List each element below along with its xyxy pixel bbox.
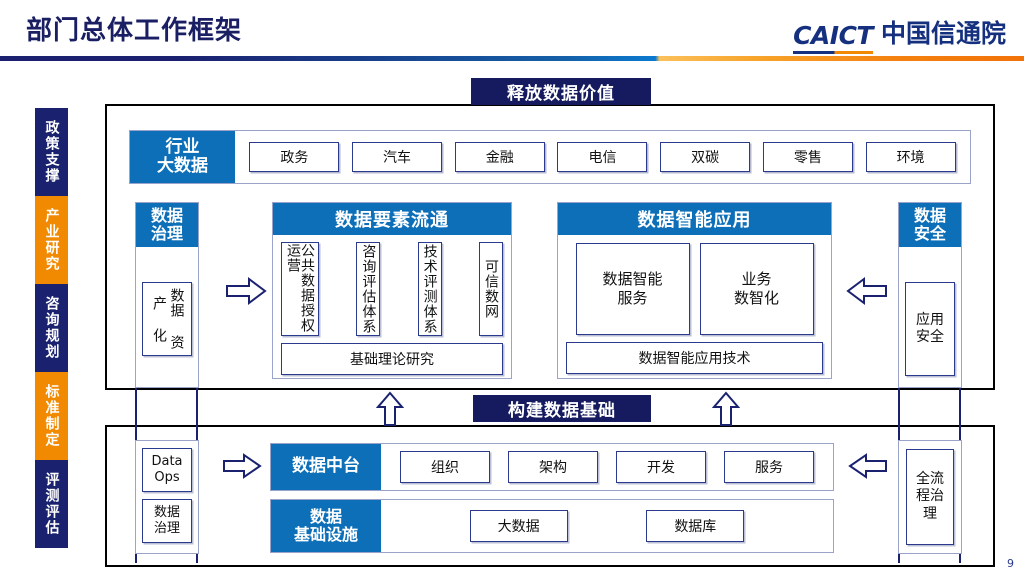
data-midplatform-tag-list: 组织 架构 开发 服务: [381, 444, 833, 490]
midplatform-tag-service[interactable]: 服务: [724, 451, 814, 483]
banner-release-data-value: 释放数据价值: [471, 78, 651, 105]
midplatform-tag-organization[interactable]: 组织: [400, 451, 490, 483]
industry-bigdata-row: 行业 大数据 政务 汽车 金融 电信 双碳 零售 环境: [129, 130, 971, 184]
arrow-left-security-to-app: [846, 276, 888, 310]
infrastructure-tag-bigdata[interactable]: 大数据: [469, 510, 568, 542]
arrow-left-process-to-midtai: [848, 452, 888, 484]
industry-bigdata-head: 行业 大数据: [130, 131, 235, 183]
data-intelligent-application-panel: 数据智能应用 数据智能 服务 业务 数智化 数据智能应用技术: [557, 202, 832, 379]
arrow-up-right: [711, 391, 741, 431]
data-security-head-line1: 数据: [913, 206, 946, 226]
flow-box-trusted-data-network[interactable]: 可信数网: [478, 242, 503, 336]
full-process-governance-column: 全流 程治 理: [898, 440, 962, 554]
data-governance-column: 数据 治理 数据 资产 化: [135, 202, 199, 388]
logo-mark-text: CAICT: [793, 21, 873, 55]
flow-box-consulting-assessment-system[interactable]: 咨询评估体系: [356, 242, 381, 336]
sidebar-item-policy[interactable]: 政策支撑: [35, 108, 68, 196]
industry-tag-finance[interactable]: 金融: [454, 142, 545, 172]
app-box-data-intelligent-service-label: 数据智能 服务: [602, 269, 663, 308]
data-infrastructure-head-line2: 基础设施: [293, 525, 358, 544]
logo-mark-label: CAICT: [793, 21, 873, 50]
infrastructure-tag-database[interactable]: 数据库: [646, 510, 745, 542]
full-process-governance-label: 全流 程治 理: [916, 470, 944, 522]
industry-tag-list: 政务 汽车 金融 电信 双碳 零售 环境: [235, 131, 970, 183]
caict-logo: CAICT 中国信通院: [793, 14, 1006, 55]
data-infrastructure-head-line1: 数据: [309, 507, 342, 527]
data-governance-head-line2: 治理: [150, 224, 183, 243]
data-midplatform-row: 数据中台 组织 架构 开发 服务: [270, 443, 834, 491]
header-gradient-divider: [0, 56, 1024, 61]
sidebar-item-evaluate[interactable]: 评测评估: [35, 460, 68, 548]
sidebar-item-industry[interactable]: 产业研究: [35, 196, 68, 284]
data-security-head: 数据 安全: [899, 203, 961, 247]
full-process-governance-box[interactable]: 全流 程治 理: [906, 449, 954, 545]
app-box-row: 数据智能 服务 业务 数智化: [558, 235, 831, 335]
midplatform-tag-development[interactable]: 开发: [616, 451, 706, 483]
sidebar-item-standard[interactable]: 标准制定: [35, 372, 68, 460]
application-security-label: 应用 安全: [916, 311, 944, 346]
dataops-box[interactable]: Data Ops: [142, 448, 192, 492]
data-governance-bottom-label: 数据 治理: [153, 505, 180, 536]
dataops-governance-column: Data Ops 数据 治理: [135, 440, 199, 554]
data-assetization-label: 数据 资产 化: [151, 288, 185, 350]
industry-tag-automotive[interactable]: 汽车: [352, 142, 443, 172]
app-box-business-digital-intelligence[interactable]: 业务 数智化: [699, 243, 814, 335]
app-box-business-digital-intelligence-label: 业务 数智化: [733, 269, 779, 308]
industry-tag-environment[interactable]: 环境: [865, 142, 956, 172]
industry-head-line2: 大数据: [157, 156, 208, 176]
arrow-right-governance-to-flow: [225, 276, 267, 310]
flow-box-public-data-authorized-operation[interactable]: 公共数据授权运营: [281, 242, 319, 336]
app-footer-data-intelligent-application-tech[interactable]: 数据智能应用技术: [566, 342, 823, 374]
industry-tag-government[interactable]: 政务: [249, 142, 340, 172]
logo-underline-bar: [793, 51, 873, 54]
page-number: 9: [1007, 557, 1014, 570]
midplatform-tag-architecture[interactable]: 架构: [508, 451, 598, 483]
flow-vbox-row: 公共数据授权运营 咨询评估体系 技术评测体系 可信数网: [273, 235, 511, 336]
data-governance-head: 数据 治理: [136, 203, 198, 247]
data-security-head-line2: 安全: [913, 224, 946, 243]
data-assetization-box[interactable]: 数据 资产 化: [142, 282, 192, 356]
banner-build-data-foundation: 构建数据基础: [473, 395, 651, 422]
logo-chinese-name: 中国信通院: [880, 19, 1006, 48]
data-governance-bottom-box[interactable]: 数据 治理: [142, 499, 192, 543]
industry-tag-retail[interactable]: 零售: [762, 142, 853, 172]
sidebar-item-consult[interactable]: 咨询规划: [35, 284, 68, 372]
page-title: 部门总体工作框架: [26, 16, 243, 46]
app-box-data-intelligent-service[interactable]: 数据智能 服务: [575, 243, 690, 335]
data-intelligent-application-head: 数据智能应用: [558, 203, 831, 235]
industry-tag-dualcarbon[interactable]: 双碳: [660, 142, 751, 172]
data-element-circulation-head: 数据要素流通: [273, 203, 511, 235]
data-infrastructure-tag-list: 大数据 数据库: [381, 500, 833, 552]
sidebar: 政策支撑 产业研究 咨询规划 标准制定 评测评估: [35, 108, 68, 548]
arrow-right-ops-to-midtai: [222, 452, 262, 484]
data-governance-head-line1: 数据: [150, 206, 183, 226]
industry-head-line1: 行业: [165, 136, 200, 157]
dataops-label: Data Ops: [151, 454, 183, 485]
data-security-column: 数据 安全 应用 安全: [898, 202, 962, 388]
data-infrastructure-head: 数据 基础设施: [271, 500, 381, 552]
data-element-circulation-panel: 数据要素流通 公共数据授权运营 咨询评估体系 技术评测体系 可信数网 基础理论研…: [272, 202, 512, 379]
data-infrastructure-row: 数据 基础设施 大数据 数据库: [270, 499, 834, 553]
industry-tag-telecom[interactable]: 电信: [557, 142, 648, 172]
flow-box-technical-evaluation-system[interactable]: 技术评测体系: [417, 242, 442, 336]
arrow-up-left: [375, 391, 405, 431]
application-security-box[interactable]: 应用 安全: [905, 282, 955, 376]
flow-footer-basic-theory-research[interactable]: 基础理论研究: [281, 343, 503, 375]
data-midplatform-head: 数据中台: [271, 444, 381, 490]
